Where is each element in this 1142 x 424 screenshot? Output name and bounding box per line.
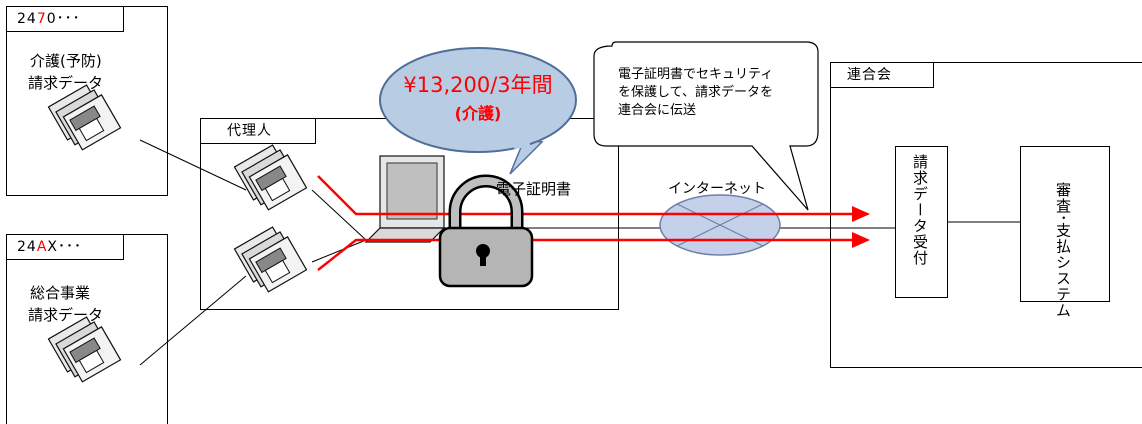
federation-tag: 連合会 bbox=[830, 62, 934, 88]
padlock-icon bbox=[438, 174, 534, 288]
general-code-highlight: A bbox=[36, 239, 48, 255]
federation-label: 連合会 bbox=[847, 67, 892, 83]
care-claim-label-line1: 介護(予防) bbox=[30, 52, 102, 70]
floppy-disk-stack-icon bbox=[47, 316, 122, 383]
general-code-tag: 24AX･･･ bbox=[6, 234, 124, 260]
callout-line2: を保護して、請求データを bbox=[618, 85, 773, 100]
price-line1: ¥13,200/3年間 bbox=[403, 73, 553, 97]
internet-label: インターネット bbox=[668, 181, 766, 197]
general-code-suffix: X･･･ bbox=[47, 239, 82, 255]
certificate-label: 電子証明書 bbox=[496, 180, 572, 198]
care-code-highlight: 7 bbox=[36, 11, 47, 27]
floppy-disk-stack-icon bbox=[47, 84, 122, 151]
care-code-prefix: 24 bbox=[17, 11, 37, 27]
floppy-disk-stack-icon bbox=[233, 144, 308, 211]
agent-tag: 代理人 bbox=[200, 118, 316, 144]
floppy-disk-stack-icon bbox=[233, 226, 308, 293]
review-system-box bbox=[1020, 146, 1110, 302]
receipt-box bbox=[895, 146, 948, 298]
review-system-label: 審査･支払システム bbox=[1054, 182, 1072, 319]
price-bubble bbox=[379, 47, 577, 175]
general-claim-label-line1: 総合事業 bbox=[30, 284, 91, 302]
callout-line1: 電子証明書でセキュリティ bbox=[618, 67, 774, 82]
care-code-tag: 2470･･･ bbox=[6, 6, 124, 32]
internet-cloud-icon bbox=[659, 194, 781, 256]
agent-label: 代理人 bbox=[227, 123, 272, 139]
laptop-icon bbox=[364, 155, 446, 243]
general-code-prefix: 24 bbox=[17, 239, 37, 255]
callout-line3: 連合会に伝送 bbox=[618, 103, 697, 118]
callout-bubble bbox=[593, 41, 819, 211]
care-code-suffix: 0･･･ bbox=[46, 11, 81, 27]
receipt-label: 請求データ受付 bbox=[911, 154, 929, 266]
price-line2: (介護) bbox=[454, 104, 502, 123]
